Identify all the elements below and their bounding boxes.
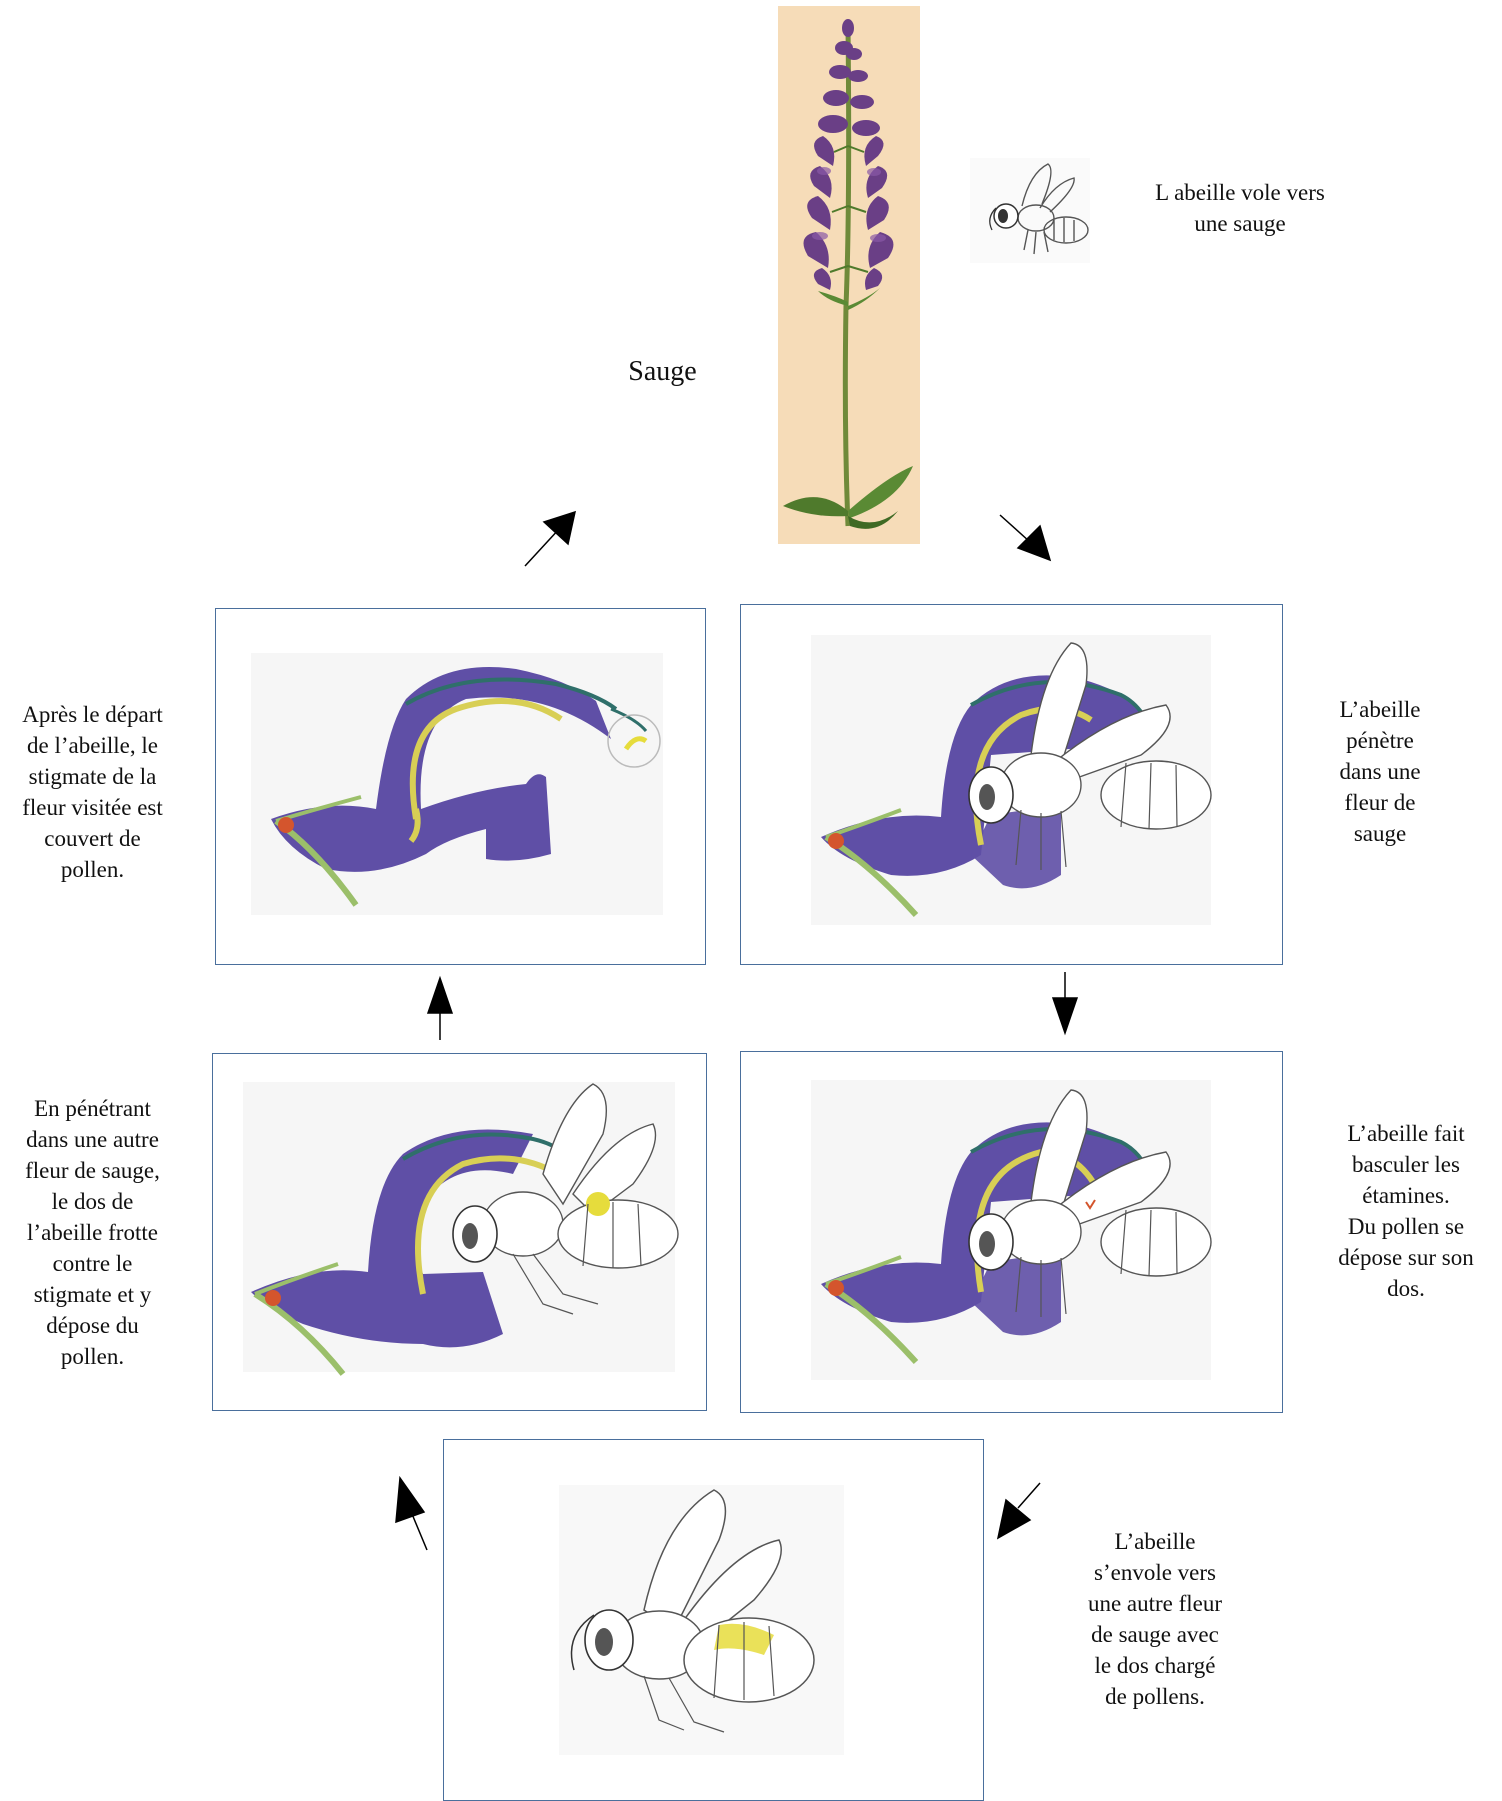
arrow-up-left bbox=[428, 978, 452, 1040]
arrow-from-bottom-panel bbox=[396, 1478, 427, 1550]
arrow-down-right bbox=[1053, 972, 1077, 1033]
arrow-to-sage bbox=[525, 512, 575, 566]
arrow-from-sage bbox=[1000, 515, 1050, 560]
arrow-to-bottom-panel bbox=[998, 1483, 1040, 1538]
